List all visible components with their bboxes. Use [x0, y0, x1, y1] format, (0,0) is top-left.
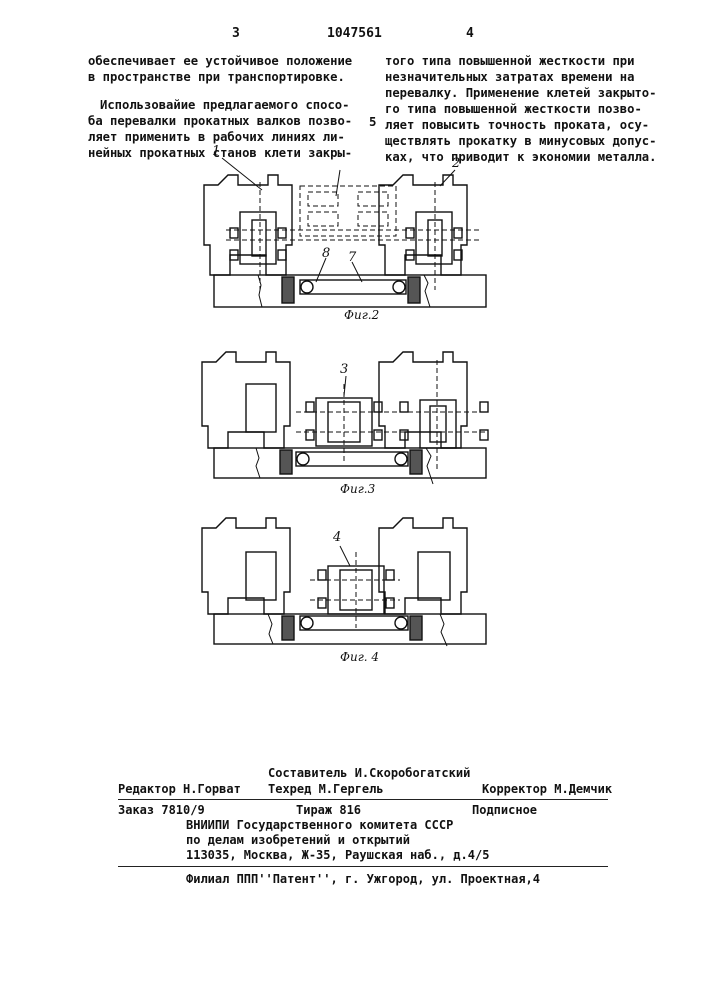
circulation-line: Тираж 816	[296, 803, 361, 817]
org-line-1: ВНИИПИ Государственного комитета СССР	[186, 818, 453, 832]
subscription-line: Подписное	[472, 803, 537, 817]
address-line: 113035, Москва, Ж-35, Раушская наб., д.4…	[186, 848, 489, 862]
org-line-2: по делам изобретений и открытий	[186, 833, 410, 847]
corrector-line: Корректор М.Демчик	[482, 782, 612, 796]
techred-line: Техред М.Гергель	[268, 782, 384, 796]
footer-rule-1	[118, 799, 608, 800]
editor-line: Редактор Н.Горват	[118, 782, 241, 796]
branch-line: Филиал ППП''Патент'', г. Ужгород, ул. Пр…	[186, 872, 540, 886]
compiler-line: Составитель И.Скоробогатский	[268, 766, 470, 780]
figure-4-caption: Фиг. 4	[340, 650, 379, 664]
order-line: Заказ 7810/9	[118, 803, 205, 817]
footer-rule-2	[118, 866, 608, 867]
figure-label: 4	[333, 530, 341, 545]
